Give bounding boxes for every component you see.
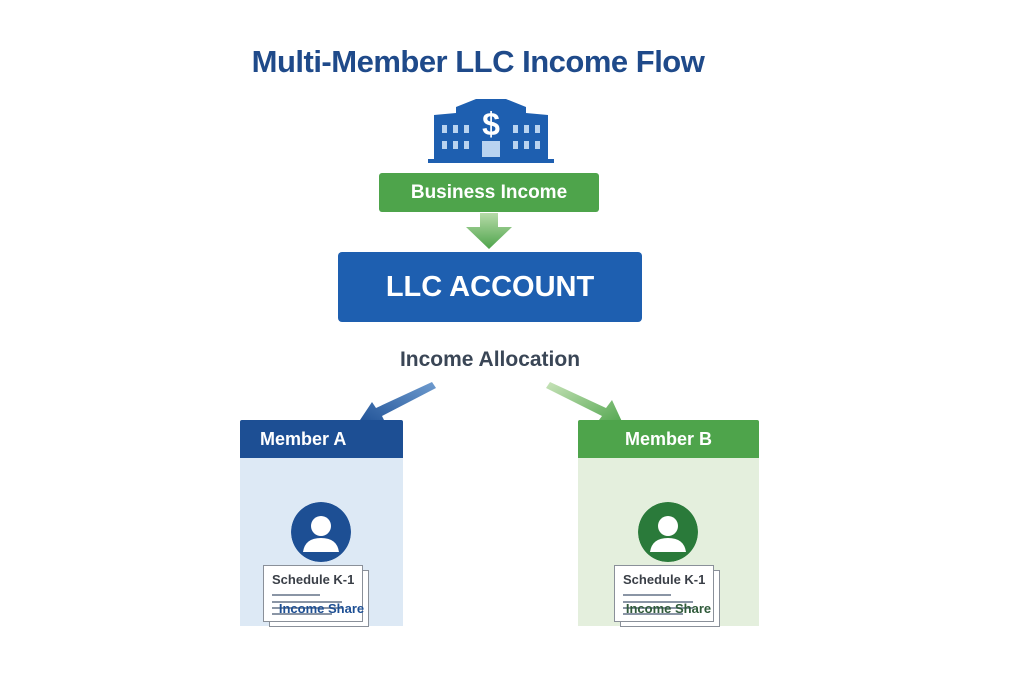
member-name: Member B <box>578 420 759 458</box>
schedule-k1-document: Schedule K-1 <box>263 565 369 627</box>
user-avatar-icon <box>291 502 351 562</box>
income-share-label: Income Share <box>278 601 365 616</box>
arrow-to-member-a-icon <box>356 382 436 426</box>
income-share-label: Income Share <box>625 601 712 616</box>
schedule-k1-document: Schedule K-1 <box>614 565 720 627</box>
bank-building-dollar-icon: $ <box>428 99 554 163</box>
business-income-box: Business Income <box>379 173 599 212</box>
allocation-arrows <box>356 382 624 426</box>
member-card-a: Member A Schedule K-1 Income Share <box>240 420 403 627</box>
member-card-b: Member B Schedule K-1 Income Share <box>578 420 759 627</box>
document-title: Schedule K-1 <box>272 572 355 587</box>
diagram-title: Multi-Member LLC Income Flow <box>251 44 705 79</box>
llc-account-box: LLC ACCOUNT <box>338 252 642 322</box>
member-name: Member A <box>240 420 403 458</box>
svg-text:$: $ <box>482 106 500 142</box>
arrow-down-icon <box>466 213 512 249</box>
user-avatar-icon <box>638 502 698 562</box>
income-allocation-label: Income Allocation <box>399 348 581 371</box>
document-title: Schedule K-1 <box>623 572 706 587</box>
arrow-to-member-b-icon <box>546 382 624 426</box>
